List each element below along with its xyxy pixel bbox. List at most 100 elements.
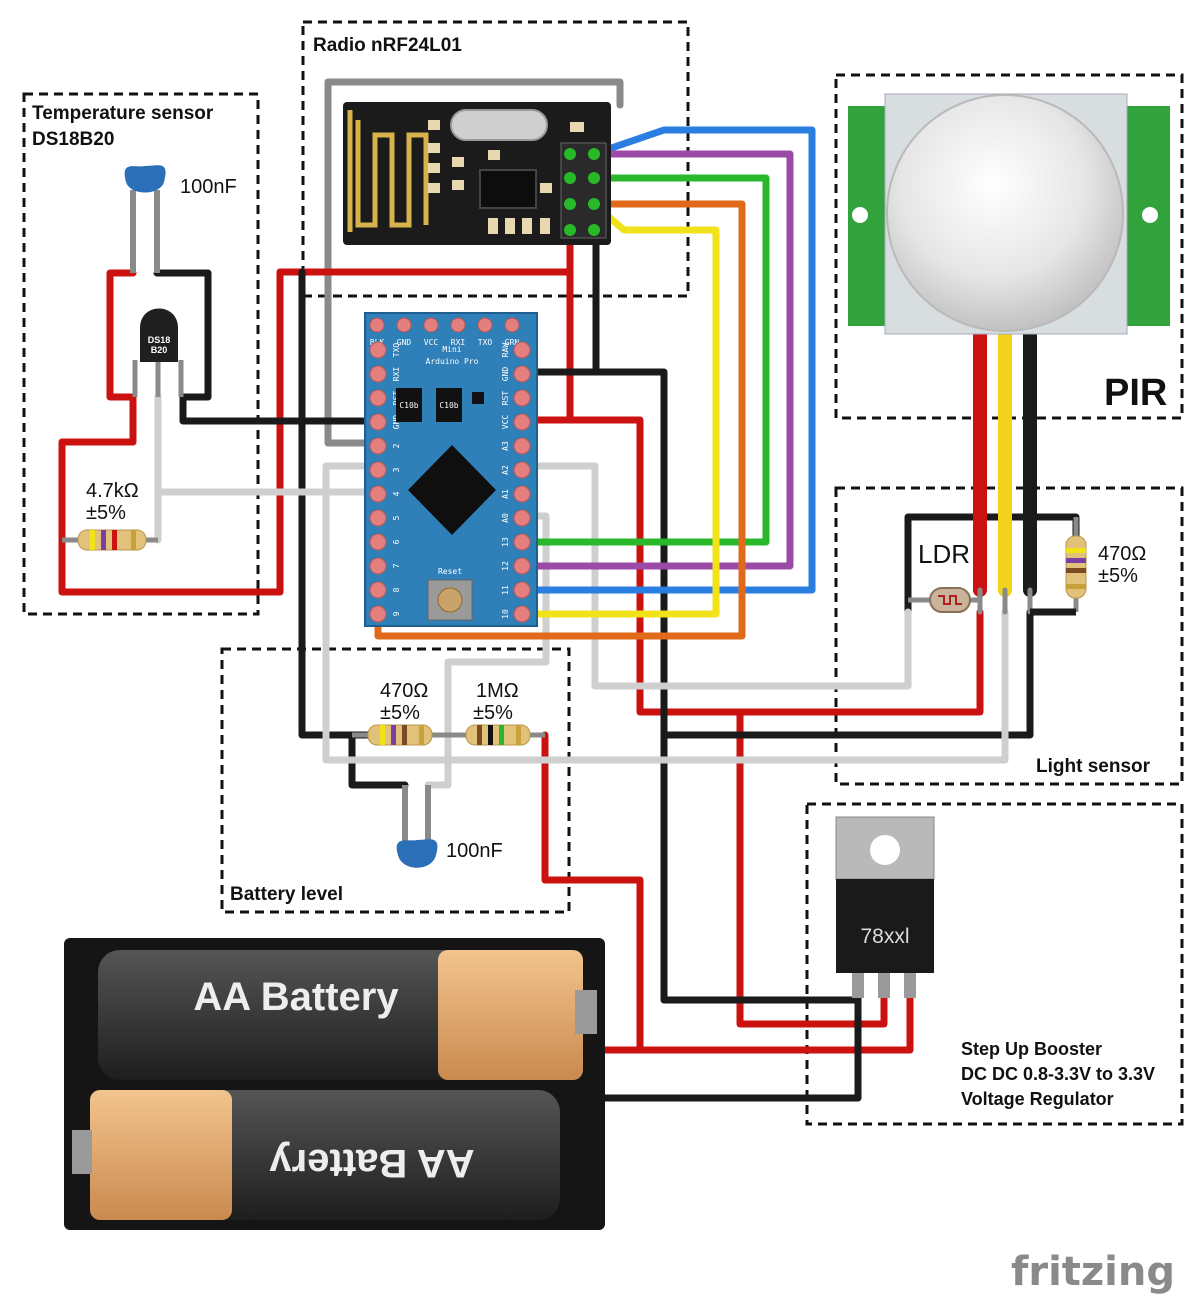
right-pin-label: VCC [501,415,510,430]
wire-red-reg-out [736,708,888,1028]
left-pin-hole [369,509,387,527]
wire-black-batt-cap [348,731,409,789]
temp-cap-label: 100nF [180,176,237,198]
booster-title-3: Voltage Regulator [961,1089,1114,1109]
light-res-tol: ±5% [1098,565,1138,587]
light-resistor [1030,517,1087,616]
booster-section-box [805,802,1184,1126]
left-pin-label: 6 [392,539,401,544]
top-pin-label: TXO [478,338,493,347]
wire-red-batt-div [541,731,914,1054]
left-pin-label: 9 [392,611,401,616]
reset-label: Reset [438,567,462,576]
battery-holder: AA Battery AA Battery [64,938,605,1230]
chip-label-2: C10b [439,401,458,410]
left-pin-hole [369,341,387,359]
wire-gray-radio [324,78,624,447]
battery-bottom-label: AA Battery [269,1141,475,1185]
left-pin-hole [369,389,387,407]
wire-white-pin3 [322,462,1009,764]
wire-white-a0 [424,512,550,789]
right-pin-hole [513,341,531,359]
right-pin-label: GND [501,367,510,382]
light-section-title: Light sensor [1036,756,1151,777]
top-pin-label: GND [397,338,412,347]
left-pin-hole [369,365,387,383]
left-pin-hole [369,437,387,455]
right-pin-label: A1 [501,489,510,499]
temp-capacitor [124,165,166,273]
temp-res-value: 4.7kΩ [86,480,139,502]
right-pin-label: 12 [501,561,510,571]
voltage-regulator: 78xxl [835,816,935,998]
left-pin-hole [369,485,387,503]
left-pin-hole [369,413,387,431]
arduino-pro-mini: BLKGNDVCCRXITXOGRN TXORXIRSTGND23456789 … [364,312,538,627]
top-pin-hole [504,317,520,333]
right-pin-hole [513,557,531,575]
battery-top-label: AA Battery [193,975,399,1019]
arduino-name-1: Mini [442,345,461,354]
right-pin-label: RST [501,391,510,406]
temperature-section-title-2: DS18B20 [32,129,114,150]
batt-capacitor [396,785,438,868]
battery-level-section-box [220,647,571,914]
ds18b20-label-2: B20 [151,345,168,355]
left-pin-hole [369,461,387,479]
booster-title-2: DC DC 0.8-3.3V to 3.3V [961,1064,1155,1084]
batt-resistor-1m [448,724,545,746]
ldr-label: LDR [918,539,970,569]
ds18b20-label-1: DS18 [148,335,171,345]
left-pin-hole [369,533,387,551]
right-pin-label: RAW [501,343,510,358]
batt-res1-tol: ±5% [380,702,420,724]
temp-resistor [62,529,158,551]
batt-resistor-470 [352,724,448,746]
temp-res-tol: ±5% [86,502,126,524]
batt-res2-tol: ±5% [473,702,513,724]
top-pin-label: GRN [505,338,520,347]
wire-orange [374,200,746,640]
right-pin-hole [513,581,531,599]
top-pin-hole [369,317,385,333]
wire-green [518,174,770,546]
right-pin-hole [513,533,531,551]
top-pin-label: VCC [424,338,439,347]
battery-level-section-title: Battery level [230,884,343,905]
right-pin-label: A0 [501,513,510,523]
chip-label-1: C10b [399,401,418,410]
right-pin-hole [513,605,531,623]
right-pin-hole [513,509,531,527]
wire-black-gnd-light [660,608,1034,739]
wire-white-a2 [518,462,912,690]
top-pin-hole [450,317,466,333]
top-pin-hole [423,317,439,333]
left-pin-hole [369,581,387,599]
left-pin-label: 8 [392,587,401,592]
regulator-label: 78xxl [860,925,909,948]
wire-black-battery [601,994,862,1102]
right-pin-hole [513,485,531,503]
temperature-section-title-1: Temperature sensor [32,103,214,124]
right-pin-label: A2 [501,465,510,475]
right-pin-hole [513,389,531,407]
left-pin-label: 3 [392,467,401,472]
fritzing-logo: fritzing [1011,1249,1175,1295]
top-pin-hole [477,317,493,333]
right-pin-label: 13 [501,537,510,547]
wire-yellow [518,200,720,618]
left-pin-label: RXI [392,367,401,382]
left-pin-label: 5 [392,515,401,520]
right-pin-label: 10 [501,609,510,619]
left-pin-label: 2 [392,443,401,448]
top-pin-label: RXI [451,338,466,347]
wire-red-vcc-main [518,416,984,716]
ldr-sensor [908,587,980,613]
top-pin-hole [396,317,412,333]
radio-section-title: Radio nRF24L01 [313,35,462,56]
left-pin-hole [369,557,387,575]
batt-res1-value: 470Ω [380,680,428,702]
left-pin-label: TXO [392,343,401,358]
